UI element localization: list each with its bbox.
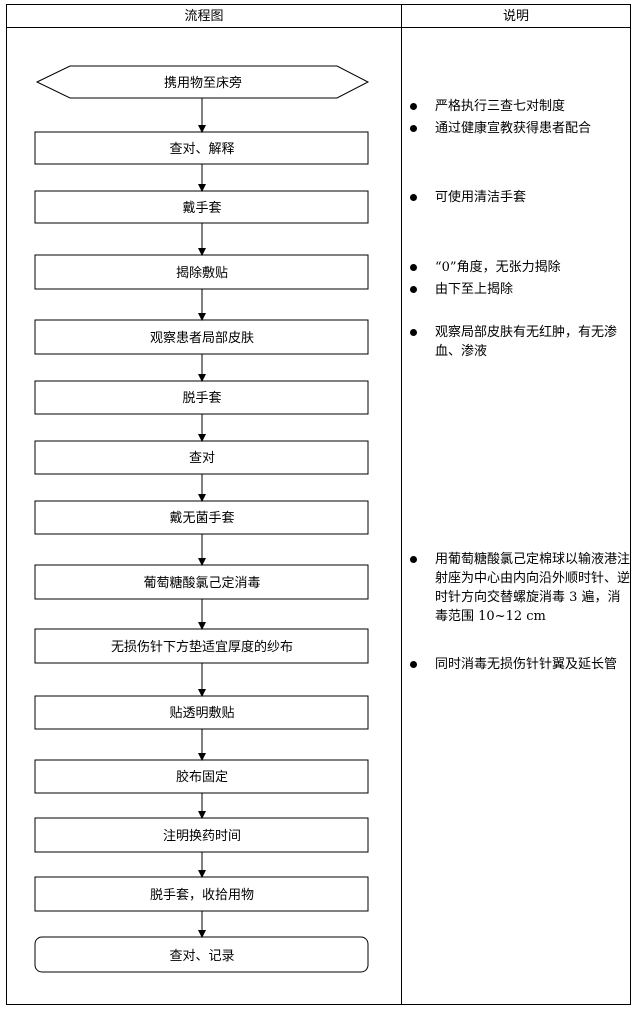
note-item: 观察局部皮肤有无红肿，有无渗血、渗液 <box>406 323 631 361</box>
flow-node-start <box>35 65 370 99</box>
flow-node-disinfect <box>34 564 369 600</box>
flow-node-check <box>34 440 369 475</box>
note-text: 通过健康宣教获得患者配合 <box>435 121 592 136</box>
bullet-icon <box>410 556 417 563</box>
note-item: 严格执行三查七对制度 <box>406 97 631 116</box>
flow-node-gloves <box>34 190 369 224</box>
flow-node-label: 揭除敷贴 <box>176 266 228 281</box>
flow-nodes: 携用物至床旁 查对、解释 戴手套 揭除敷贴 观察患者局部皮肤 脱手套 查对 戴无… <box>34 65 370 973</box>
bullet-icon <box>410 329 417 336</box>
flow-node-label: 贴透明敷贴 <box>169 706 234 721</box>
bullet-icon <box>410 286 417 293</box>
note-text: 由下至上揭除 <box>435 282 514 297</box>
note-text: 观察局部皮肤有无红肿，有无渗血、渗液 <box>435 325 618 359</box>
flow-node-label: 查对 <box>189 451 215 466</box>
flow-node-remove-gloves <box>34 380 369 415</box>
note-text: 可使用清洁手套 <box>435 190 527 205</box>
flow-node-label: 查对、记录 <box>169 949 234 964</box>
bullet-icon <box>410 661 417 668</box>
flow-node-sterile-gloves <box>34 500 369 535</box>
flow-node-note-time <box>34 817 369 853</box>
note-text: “0”角度，无张力揭除 <box>435 260 561 275</box>
bullet-icon <box>410 264 417 271</box>
notes-column-header: 说明 <box>503 9 529 24</box>
flow-node-label: 脱手套，收拾用物 <box>150 887 254 903</box>
flow-node-cleanup <box>34 876 369 912</box>
flow-node-label: 查对、解释 <box>169 142 234 157</box>
flow-node-label: 注明换药时间 <box>163 829 241 844</box>
note-item: 用葡萄糖酸氯己定棉球以输液港注射座为中心由内向沿外顺时针、逆时针方向交替螺旋消毒… <box>406 550 631 626</box>
flow-node-label: 观察患者局部皮肤 <box>150 331 254 346</box>
note-item: 由下至上揭除 <box>406 280 631 299</box>
flow-node-remove-dressing <box>34 254 369 290</box>
flowchart-column-header: 流程图 <box>184 9 223 24</box>
note-item: 同时消毒无损伤针针翼及延长管 <box>406 655 631 674</box>
flow-node-label: 胶布固定 <box>176 769 228 785</box>
flow-node-label: 戴无菌手套 <box>169 510 234 526</box>
flow-node-label: 无损伤针下方垫适宜厚度的纱布 <box>111 639 293 655</box>
note-text: 用葡萄糖酸氯己定棉球以输液港注射座为中心由内向沿外顺时针、逆时针方向交替螺旋消毒… <box>435 552 631 624</box>
table-border <box>6 4 631 1005</box>
bullet-icon <box>410 103 417 110</box>
bullet-icon <box>410 194 417 201</box>
flow-node-label: 戴手套 <box>182 200 221 216</box>
bullet-icon <box>410 125 417 132</box>
note-item: “0”角度，无张力揭除 <box>406 258 631 277</box>
flow-node-label: 葡萄糖酸氯己定消毒 <box>143 575 260 591</box>
note-text: 严格执行三查七对制度 <box>435 99 566 114</box>
flow-node-transparent-dressing <box>34 695 369 730</box>
flow-node-label: 携用物至床旁 <box>164 75 242 91</box>
flow-node-label: 脱手套 <box>182 390 221 406</box>
note-item: 可使用清洁手套 <box>406 188 631 207</box>
note-text: 同时消毒无损伤针针翼及延长管 <box>435 657 618 672</box>
flow-node-tape <box>34 759 369 794</box>
note-item: 通过健康宣教获得患者配合 <box>406 119 631 138</box>
